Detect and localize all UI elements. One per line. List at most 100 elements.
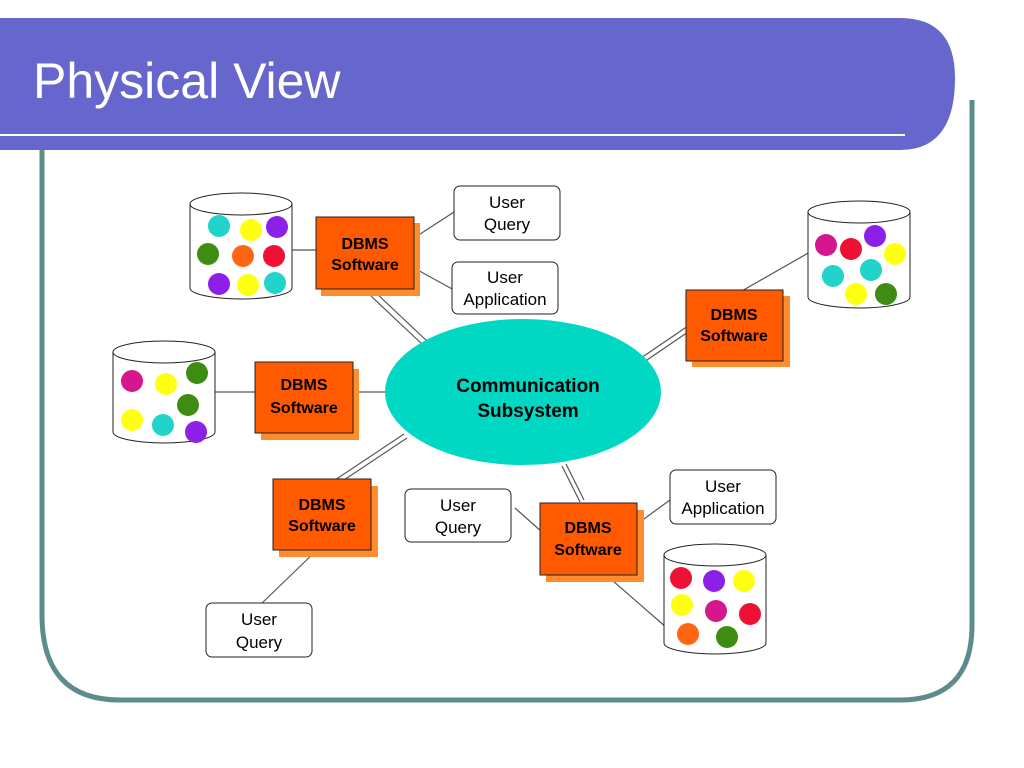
data-ball (197, 243, 219, 265)
dbms-node-left: DBMS Software (254, 361, 359, 440)
database-cylinder-bottom-right (663, 543, 767, 655)
connector-dbms5-hub (561, 465, 581, 503)
data-ball (677, 623, 699, 645)
dbms-node-right: DBMS Software (685, 289, 790, 367)
dbms-node-box (254, 361, 354, 434)
dbms-node-top-left: DBMS Software (315, 216, 420, 296)
cylinder-top (807, 200, 911, 224)
data-ball (121, 370, 143, 392)
data-ball (733, 570, 755, 592)
data-ball (822, 265, 844, 287)
connector-db2-dbms2 (739, 251, 811, 293)
dbms-node-label-line2: Software (331, 257, 399, 274)
data-ball (152, 414, 174, 436)
dbms-node-bottom-left: DBMS Software (272, 478, 378, 557)
hub-label-line1: Communication (456, 376, 600, 397)
dbms-node-label-line1: DBMS (710, 307, 757, 324)
user-node-query-top: User Query (453, 185, 561, 241)
data-ball (840, 238, 862, 260)
data-ball (186, 362, 208, 384)
data-ball (155, 373, 177, 395)
cylinder-top (189, 192, 293, 216)
connector-dbms2-hub (640, 325, 689, 359)
connector-dbms4-hub-b (337, 437, 408, 485)
data-ball (264, 272, 286, 294)
user-node-label-line2: Application (681, 499, 764, 518)
cylinder-top (112, 340, 216, 364)
connector-lines (214, 211, 811, 629)
dbms-node-bottom-right: DBMS Software (539, 502, 644, 582)
dbms-node-label-line2: Software (554, 542, 622, 559)
user-node-label-line2: Application (463, 290, 546, 309)
dbms-node-label-line1: DBMS (341, 236, 388, 253)
user-node-label-line2: Query (484, 215, 531, 234)
hub-label-line2: Subsystem (477, 401, 578, 422)
user-node-box (205, 602, 313, 658)
data-ball (263, 245, 285, 267)
data-ball (237, 274, 259, 296)
user-node-query-bottom-left: User Query (205, 602, 313, 658)
dbms-node-label-line2: Software (700, 328, 768, 345)
communication-hub: Communication Subsystem (385, 319, 661, 465)
user-node-box (451, 261, 559, 315)
connector-dbms2-hub-b (643, 329, 692, 363)
connector-dbms1-userapp (413, 267, 455, 291)
dbms-node-label-line1: DBMS (564, 520, 611, 537)
dbms-node-label-line1: DBMS (280, 377, 327, 394)
cylinder-top (663, 543, 767, 567)
dbms-node-box (315, 216, 415, 290)
data-ball (185, 421, 207, 443)
data-ball (177, 394, 199, 416)
dbms-node-label-line1: DBMS (298, 497, 345, 514)
data-ball (705, 600, 727, 622)
user-node-application-top: User Application (451, 261, 559, 315)
data-ball (240, 219, 262, 241)
hub-ellipse (385, 319, 661, 465)
data-ball (845, 283, 867, 305)
database-cylinder-left (112, 340, 216, 444)
slide-frame (39, 100, 975, 703)
dbms-node-box (539, 502, 638, 576)
user-node-box (453, 185, 561, 241)
connector-dbms5-hub-b (565, 463, 585, 501)
user-node-label-line1: User (489, 193, 525, 212)
user-node-label-line1: User (440, 496, 476, 515)
data-ball (884, 243, 906, 265)
data-ball (208, 215, 230, 237)
data-ball (815, 234, 837, 256)
connector-dbms4-hub (334, 433, 405, 481)
user-node-application-bottom-right: User Application (669, 469, 777, 525)
connector-dbms1-userquery (413, 211, 455, 239)
user-node-box (669, 469, 777, 525)
dbms-node-label-line2: Software (288, 518, 356, 535)
data-ball (671, 594, 693, 616)
user-node-label-line2: Query (435, 518, 482, 537)
user-node-query-bottom-middle: User Query (404, 488, 512, 543)
user-node-box (404, 488, 512, 543)
data-ball (703, 570, 725, 592)
data-ball (208, 273, 230, 295)
database-cylinder-right (807, 200, 911, 309)
user-node-label-line1: User (487, 268, 523, 287)
data-ball (121, 409, 143, 431)
data-ball (860, 259, 882, 281)
dbms-node-box (685, 289, 784, 362)
data-ball (716, 626, 738, 648)
user-node-label-line2: Query (236, 633, 283, 652)
data-ball (670, 567, 692, 589)
connector-dbms1-hub (374, 291, 429, 343)
data-ball (875, 283, 897, 305)
data-ball (739, 603, 761, 625)
data-ball (864, 225, 886, 247)
title-band (0, 18, 955, 150)
dbms-node-box (272, 478, 372, 551)
connector-dbms5-userquery (514, 507, 543, 533)
database-cylinder-top-left (189, 192, 293, 300)
connector-dbms1-hub-b (370, 295, 425, 347)
user-node-label-line1: User (705, 477, 741, 496)
dbms-node-label-line2: Software (270, 400, 338, 417)
connector-dbms5-db5 (604, 573, 668, 629)
connector-dbms4-userquery (259, 548, 319, 606)
page-title: Physical View (33, 53, 341, 109)
